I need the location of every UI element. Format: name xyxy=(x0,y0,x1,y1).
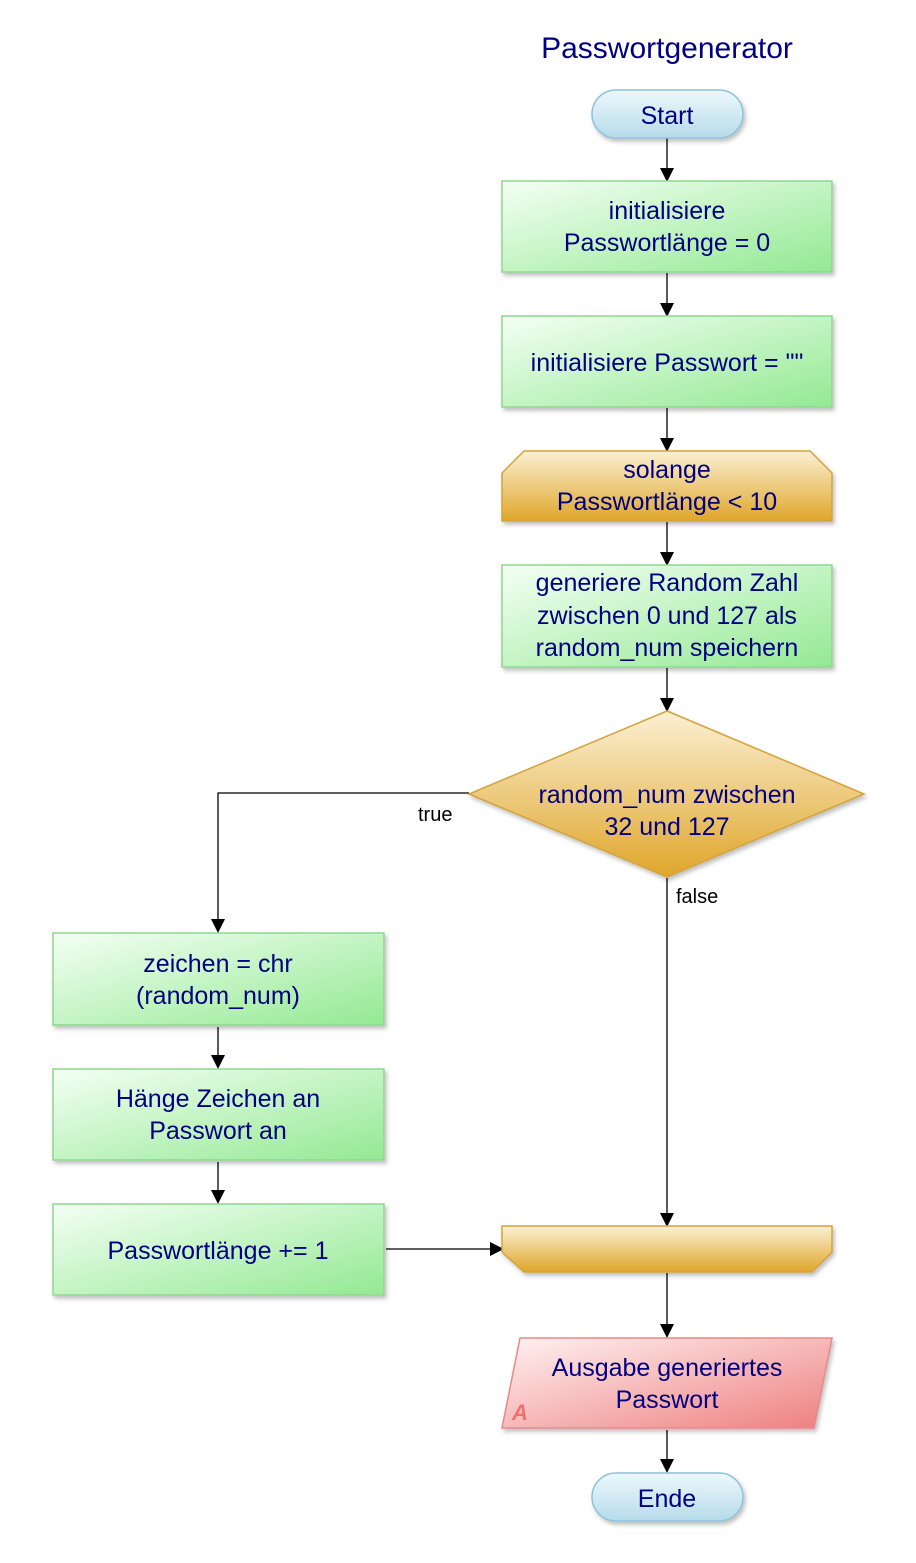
node-init-length: initialisiere Passwortlänge = 0 xyxy=(501,180,833,273)
node-loop-line2: Passwortlänge < 10 xyxy=(557,488,777,516)
node-end-label: Ende xyxy=(638,1485,696,1513)
node-generate-line3: random_num speichern xyxy=(536,634,799,662)
node-increment-label: Passwortlänge += 1 xyxy=(108,1237,329,1265)
node-init-password: initialisiere Passwort = "" xyxy=(501,315,833,408)
node-output-line2: Passwort xyxy=(616,1386,719,1414)
node-loop-line1: solange xyxy=(623,456,711,484)
node-decision: random_num zwischen 32 und 127 xyxy=(467,710,866,878)
node-append-line2: Passwort an xyxy=(149,1117,287,1145)
node-decision-line2: 32 und 127 xyxy=(604,813,729,841)
node-init-length-line1: initialisiere xyxy=(609,197,726,225)
node-decision-line1: random_num zwischen xyxy=(538,781,795,809)
node-end: Ende xyxy=(591,1472,744,1522)
node-start-label: Start xyxy=(641,102,694,130)
node-generate-random: generiere Random Zahl zwischen 0 und 127… xyxy=(501,564,833,668)
edges xyxy=(211,138,674,1473)
diagram-title: Passwortgenerator xyxy=(541,32,793,65)
node-chr-line1: zeichen = chr xyxy=(143,950,292,978)
edge-label-true: true xyxy=(418,804,452,826)
node-chr-line2: (random_num) xyxy=(136,982,300,1010)
node-append: Hänge Zeichen an Passwort an xyxy=(52,1068,385,1161)
node-init-password-label: initialisiere Passwort = "" xyxy=(531,349,804,377)
edge-label-false: false xyxy=(676,886,718,908)
node-output: Ausgabe generiertes Passwort A xyxy=(501,1337,833,1429)
node-generate-line2: zwischen 0 und 127 als xyxy=(537,602,797,630)
edge-cond-true xyxy=(211,792,469,933)
node-generate-line1: generiere Random Zahl xyxy=(536,569,799,597)
node-output-line1: Ausgabe generiertes xyxy=(552,1354,783,1382)
node-output-marker: A xyxy=(511,1400,528,1425)
node-init-length-line2: Passwortlänge = 0 xyxy=(564,229,770,257)
node-start: Start xyxy=(591,89,744,139)
node-increment: Passwortlänge += 1 xyxy=(52,1203,385,1296)
node-loop-end xyxy=(501,1225,833,1273)
node-loop-start: solange Passwortlänge < 10 xyxy=(501,450,833,522)
node-chr: zeichen = chr (random_num) xyxy=(52,932,385,1026)
node-append-line1: Hänge Zeichen an xyxy=(116,1085,320,1113)
